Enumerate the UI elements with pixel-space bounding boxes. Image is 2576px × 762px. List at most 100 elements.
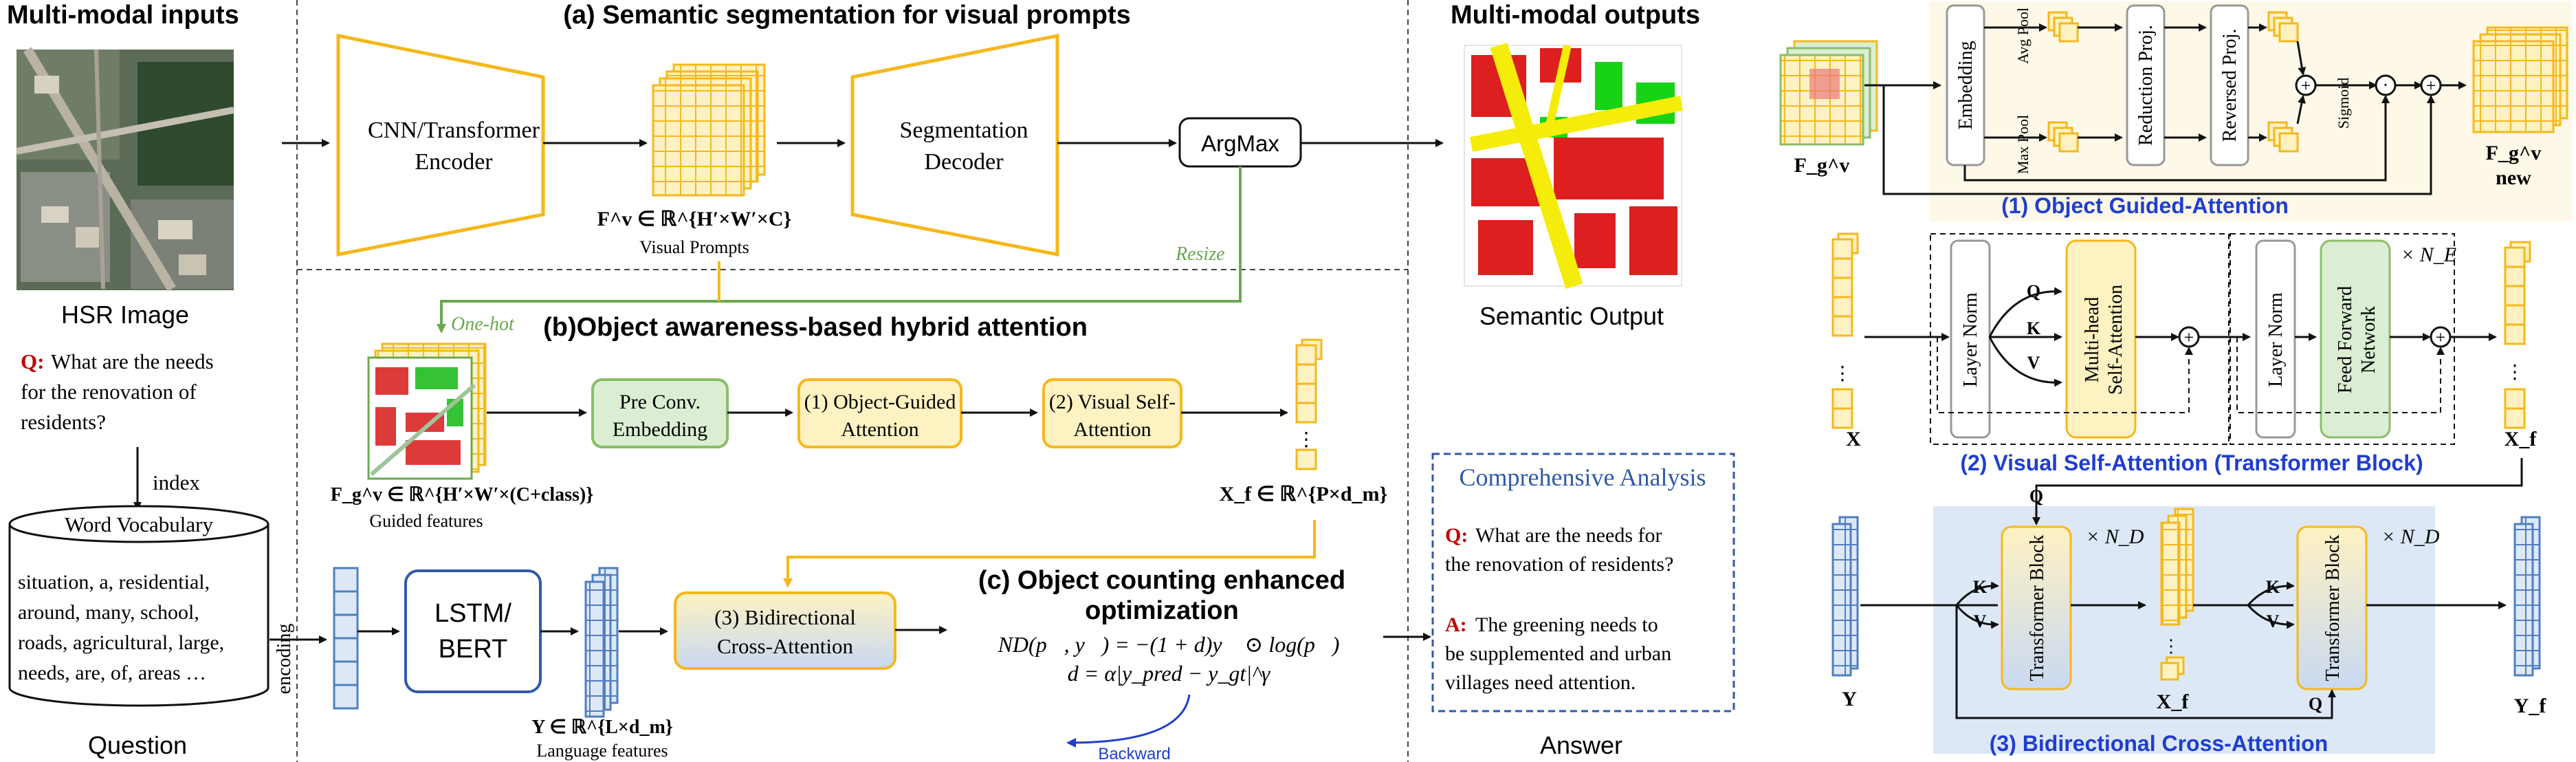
oga-fg-in-stack xyxy=(1779,40,1878,146)
vsa-xf-column: ⋮ xyxy=(2504,241,2531,429)
analysis-q-line-2: the renovation of residents? xyxy=(1445,553,1673,576)
resize-path xyxy=(437,166,1242,334)
encoder-label-1: CNN/Transformer xyxy=(368,118,540,143)
bca-k-2: K xyxy=(2266,577,2280,597)
vsa-ffn-label-1: Feed Forward xyxy=(2335,286,2356,393)
visual-prompts-label: Visual Prompts xyxy=(639,237,749,257)
section-a-title: (a) Semantic segmentation for visual pro… xyxy=(563,1,1131,30)
svg-text:+: + xyxy=(2301,76,2311,96)
bca-tb-2-label: Transformer Block xyxy=(2322,535,2344,682)
vsa-k-label: K xyxy=(2027,318,2041,338)
bca-y-label: Y xyxy=(1842,688,1857,710)
oga-fg-in-label: F_g^v xyxy=(1794,154,1850,177)
section-b-title: (b)Object awareness-based hybrid attenti… xyxy=(543,313,1088,342)
oga-caption: (1) Object Guided-Attention xyxy=(2001,193,2289,218)
svg-text:⋮: ⋮ xyxy=(1297,429,1316,450)
vsa-ne-label: × N_E xyxy=(2401,243,2456,266)
bca-label-2: Cross-Attention xyxy=(717,634,854,658)
bca-yf-stack xyxy=(2513,516,2541,677)
analysis-q-line-1: What are the needs for xyxy=(1475,524,1662,547)
svg-text:⋮: ⋮ xyxy=(1833,363,1852,384)
question-line-1: What are the needs xyxy=(51,349,214,373)
preconv-label-1: Pre Conv. xyxy=(619,391,701,413)
vsa-caption: (2) Visual Self-Attention (Transformer B… xyxy=(1960,450,2423,475)
fv-formula: F^v ∈ ℝ^{H′×W′×C} xyxy=(597,208,792,230)
svg-text:⋮: ⋮ xyxy=(2505,362,2524,383)
oga-rev-cubes xyxy=(2267,11,2299,153)
vsa-mhsa-label-2: Self-Attention xyxy=(2105,285,2126,395)
semantic-output-map xyxy=(1464,43,1684,289)
oga-fg-out-sub: new xyxy=(2496,166,2531,189)
decoder-label-1: Segmentation xyxy=(900,118,1028,143)
oga-max-cubes xyxy=(2047,121,2079,153)
hsr-caption: HSR Image xyxy=(61,301,189,329)
outputs-title: Multi-modal outputs xyxy=(1451,1,1700,30)
y-formula: Y ∈ ℝ^{L×d_m} xyxy=(531,717,673,738)
vsa-x-label: X xyxy=(1846,428,1861,450)
vsa-v-label: V xyxy=(2027,353,2040,373)
xf-to-bca-arrow xyxy=(783,520,1316,588)
bca-nd-1: × N_D xyxy=(2086,525,2144,548)
encoder-label-2: Encoder xyxy=(415,149,493,175)
bca-q-top: Q xyxy=(2029,486,2043,506)
question-caption: Question xyxy=(88,731,187,759)
one-hot-label: One-hot xyxy=(451,314,515,335)
vocab-title: Word Vocabulary xyxy=(65,512,213,536)
vsa-ffn-box xyxy=(2320,239,2391,439)
oga-avg-cubes xyxy=(2047,11,2079,43)
vsa-ffn-label-2: Network xyxy=(2358,306,2379,373)
analysis-a-label: A: xyxy=(1445,613,1467,636)
decoder-trapezoid xyxy=(850,33,1059,257)
analysis-title: Comprehensive Analysis xyxy=(1460,464,1706,491)
vocab-line-3: roads, agricultural, large, xyxy=(18,631,224,654)
oga-label-1: (1) Object-Guided xyxy=(804,391,956,413)
oga-label-2: Attention xyxy=(841,418,918,441)
vocab-cylinder xyxy=(8,505,269,707)
lstm-label-1: LSTM/ xyxy=(434,599,511,628)
bca-label-1: (3) Bidirectional xyxy=(714,605,856,629)
svg-text:+: + xyxy=(2184,327,2194,347)
oga-sigmoid-label: Sigmoid xyxy=(2335,78,2352,129)
oga-embedding-label: Embedding xyxy=(1955,41,1977,129)
vsa-layernorm-2 xyxy=(2255,239,2296,439)
analysis-a-line-1: The greening needs to xyxy=(1475,613,1658,636)
vsa-dashed-right xyxy=(2230,233,2455,445)
d-formula: d = α|y_pred − y_gt|^γ xyxy=(1068,661,1271,686)
argmax-label: ArgMax xyxy=(1201,131,1279,156)
backward-label: Backward xyxy=(1098,745,1170,762)
vsa-dashed-left xyxy=(1930,233,2230,445)
y-language-stack xyxy=(584,567,619,718)
oga-reduction-label: Reduction Proj. xyxy=(2135,25,2157,146)
lstm-label-2: BERT xyxy=(439,635,508,664)
vocab-line-4: needs, are, of, areas … xyxy=(18,662,206,684)
analysis-box xyxy=(1431,453,1735,712)
svg-text:·: · xyxy=(2383,75,2389,95)
vsa-xf-label: X_f xyxy=(2505,428,2538,450)
xf-formula: X_f ∈ ℝ^{P×d_m} xyxy=(1220,483,1388,505)
section-c-title-2: optimization xyxy=(1085,596,1239,625)
oga-fg-out-stack xyxy=(2472,26,2568,133)
vocab-line-2: around, many, school, xyxy=(18,601,199,624)
vsa-layernorm-1-label: Layer Norm xyxy=(1960,292,1981,387)
backward-arrow xyxy=(1066,694,1191,748)
decoder-label-2: Decoder xyxy=(924,149,1004,175)
vsa-x-column: ⋮ xyxy=(1831,232,1859,429)
vsa-mhsa-label-1: Multi-head xyxy=(2082,297,2103,382)
oga-panel-bg xyxy=(1929,1,2573,221)
oga-reversed-label: Reversed Proj. xyxy=(2219,29,2241,142)
oga-reduction-box xyxy=(2126,4,2166,166)
fg-formula: F_g^v ∈ ℝ^{H′×W′×(C+class)} xyxy=(331,484,594,505)
bca-tb-1 xyxy=(2001,525,2072,690)
bca-k-1: K xyxy=(1973,577,1988,597)
answer-caption: Answer xyxy=(1540,731,1622,759)
question-line-2: for the renovation of xyxy=(21,380,197,404)
vsa-label-2: Attention xyxy=(1073,418,1151,441)
bca-q-bottom: Q xyxy=(2309,694,2322,714)
bca-mid-stack: ⋮ xyxy=(2160,508,2194,681)
oga-fg-out-label: F_g^v xyxy=(2486,142,2542,164)
bca-caption: (3) Bidirectional Cross-Attention xyxy=(1990,731,2328,756)
inputs-title: Multi-modal inputs xyxy=(7,1,239,30)
section-c-title-1: (c) Object counting enhanced xyxy=(978,566,1345,595)
bca-yf-label: Y_f xyxy=(2514,695,2547,717)
oga-maxpool-label: Max Pool xyxy=(2014,115,2032,174)
